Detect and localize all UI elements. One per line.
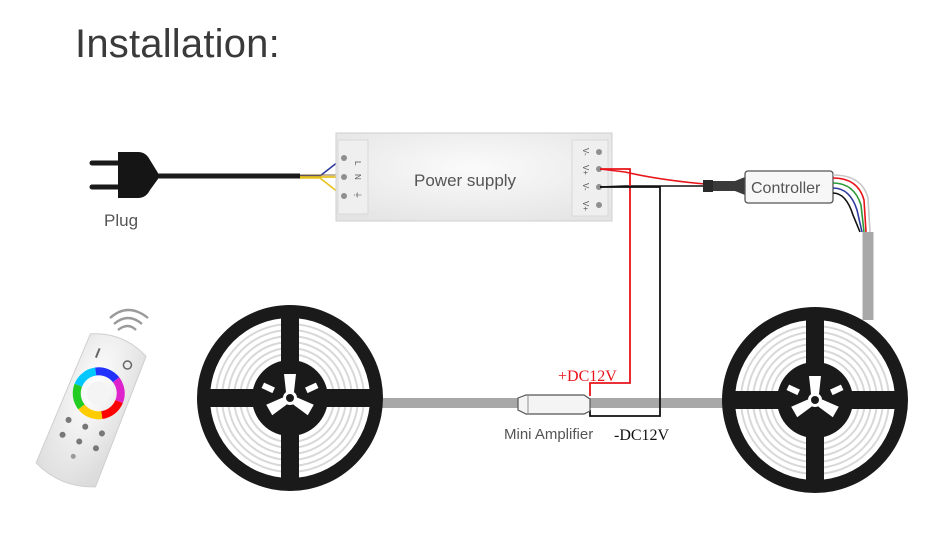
led-strip-reel-icon bbox=[722, 307, 908, 493]
terminal-ground-label: ⏚ bbox=[353, 191, 362, 199]
dc-negative-label: -DC12V bbox=[614, 427, 670, 444]
remote-icon bbox=[35, 333, 147, 488]
color-wheel-icon bbox=[72, 367, 125, 420]
mini-amplifier bbox=[517, 394, 591, 415]
page-title: Installation: bbox=[75, 22, 280, 66]
terminal-out-4-label: V+ bbox=[581, 201, 590, 211]
wifi-signal-icon bbox=[109, 308, 149, 331]
power-supply bbox=[335, 132, 613, 222]
controller bbox=[703, 170, 871, 233]
terminal-n-label: N bbox=[353, 174, 362, 180]
dc-positive-label: +DC12V bbox=[558, 368, 617, 385]
plug-icon bbox=[89, 152, 300, 198]
plug-label: Plug bbox=[104, 211, 138, 230]
mini-amplifier-label: Mini Amplifier bbox=[504, 426, 593, 443]
power-supply-label: Power supply bbox=[414, 171, 517, 190]
dc-output-wires bbox=[589, 168, 706, 417]
led-strip-reel-icon bbox=[197, 305, 383, 491]
controller-label: Controller bbox=[751, 180, 821, 197]
terminal-out-2-label: V+ bbox=[581, 165, 590, 175]
terminal-out-1-label: V- bbox=[581, 148, 590, 156]
terminal-out-3-label: V- bbox=[581, 183, 590, 191]
terminal-l-label: L bbox=[353, 161, 362, 166]
